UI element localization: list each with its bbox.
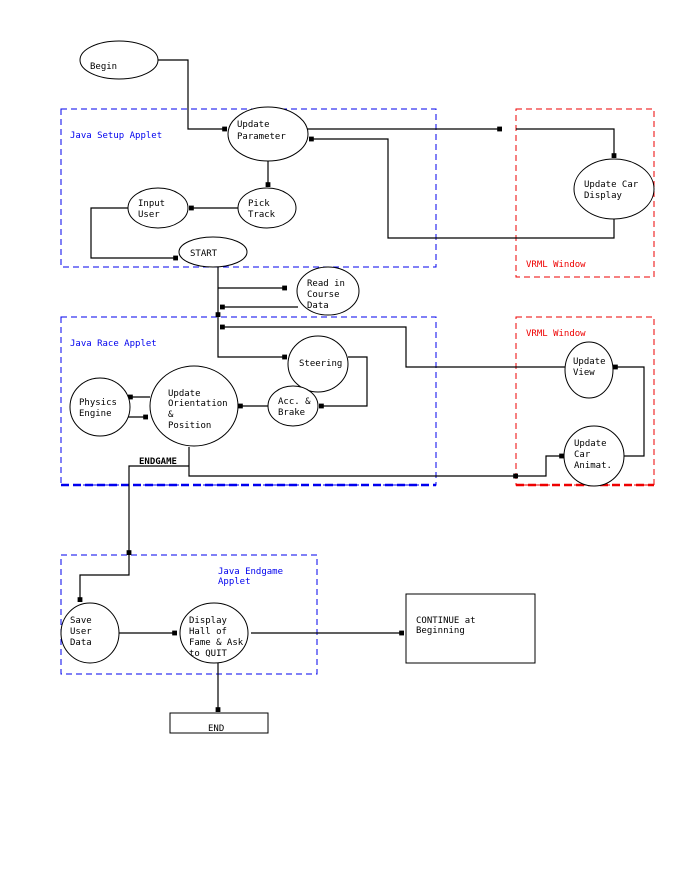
svg-text:Steering: Steering <box>299 359 342 369</box>
svg-text:START: START <box>190 249 218 259</box>
edge-to-steering <box>217 317 287 360</box>
edge-endgame <box>126 465 189 555</box>
node-update-car-animat[interactable]: Update Car Animat. <box>563 425 625 487</box>
svg-text:Physics Engine: Physics Engine <box>79 398 122 419</box>
edge-update-car-display-to-update-parameter <box>309 136 615 239</box>
svg-text:Input User: Input User <box>138 199 171 220</box>
node-pick-track[interactable]: Pick Track <box>237 187 297 229</box>
node-acc-brake[interactable]: Acc. & Brake <box>267 385 319 427</box>
group-label-java-setup: Java Setup Applet <box>70 131 162 141</box>
svg-text:Update Orientation: Update Orientation & Position <box>168 389 233 431</box>
node-read-course-data[interactable]: Read in Course Data <box>296 266 360 316</box>
edge-update-orientation-to-vrml <box>188 447 518 479</box>
edge-to-update-car-display <box>516 128 617 158</box>
node-end[interactable]: END <box>169 712 269 734</box>
group-label-java-endgame: Java Endgame Applet <box>218 567 288 587</box>
node-steering[interactable]: Steering <box>287 335 349 393</box>
svg-text:Display Hall of Fa: Display Hall of Fame & Ask to QUIT <box>189 616 249 659</box>
edge-update-view-to-race-applet <box>220 324 566 368</box>
node-continue-at-beginning[interactable]: CONTINUE at Beginning <box>405 593 536 664</box>
node-update-orientation-position[interactable]: Update Orientation & Position <box>149 365 239 447</box>
svg-text:Pick Track: Pick Track <box>248 199 276 220</box>
edge-to-save-user-data <box>77 555 130 602</box>
svg-text:Begin: Begin <box>90 62 117 72</box>
svg-text:CONTINUE at Beginning: CONTINUE at Beginning <box>416 616 481 636</box>
svg-text:Save User Data: Save User Data <box>70 616 97 648</box>
node-update-car-display[interactable]: Update Car Display <box>573 158 655 220</box>
svg-text:Acc. & Brake: Acc. & Brake <box>278 397 316 418</box>
node-save-user-data[interactable]: Save User Data <box>60 602 120 664</box>
svg-text:Update Parameter: Update Parameter <box>237 120 286 142</box>
node-physics-engine[interactable]: Physics Engine <box>69 377 131 437</box>
group-java-race-applet: Java Race Applet <box>60 316 437 487</box>
svg-text:Update View: Update View <box>573 357 611 378</box>
edge-update-car-animat-to-update-view <box>613 364 645 457</box>
svg-text:END: END <box>208 724 224 734</box>
edge-steering-to-acc-brake <box>319 356 368 409</box>
svg-text:Update Car Animat.: Update Car Animat. <box>574 439 612 471</box>
node-update-parameter[interactable]: Update Parameter <box>227 106 309 162</box>
node-update-view[interactable]: Update View <box>564 341 614 399</box>
group-label-java-race: Java Race Applet <box>70 339 157 349</box>
node-start[interactable]: START <box>178 236 248 268</box>
group-java-endgame-applet: Java Endgame Applet <box>60 554 318 675</box>
edge-input-user-to-start <box>90 207 178 261</box>
group-label-vrml-window-1: VRML Window <box>526 260 586 270</box>
node-begin[interactable]: Begin <box>79 40 159 80</box>
node-input-user[interactable]: Input User <box>127 187 189 229</box>
edge-begin-to-update-parameter <box>158 59 227 132</box>
group-label-vrml-window-2: VRML Window <box>526 329 586 339</box>
edge-label-endgame: ENDGAME <box>139 457 177 467</box>
node-display-hall-of-fame[interactable]: Display Hall of Fame & Ask to QUIT <box>179 602 249 664</box>
group-java-setup-applet: Java Setup Applet <box>60 108 437 268</box>
edge-to-update-car-animat <box>518 453 564 477</box>
svg-text:Update Car Display: Update Car Display <box>584 180 644 201</box>
svg-text:Read in Course Dat: Read in Course Data <box>307 279 350 311</box>
